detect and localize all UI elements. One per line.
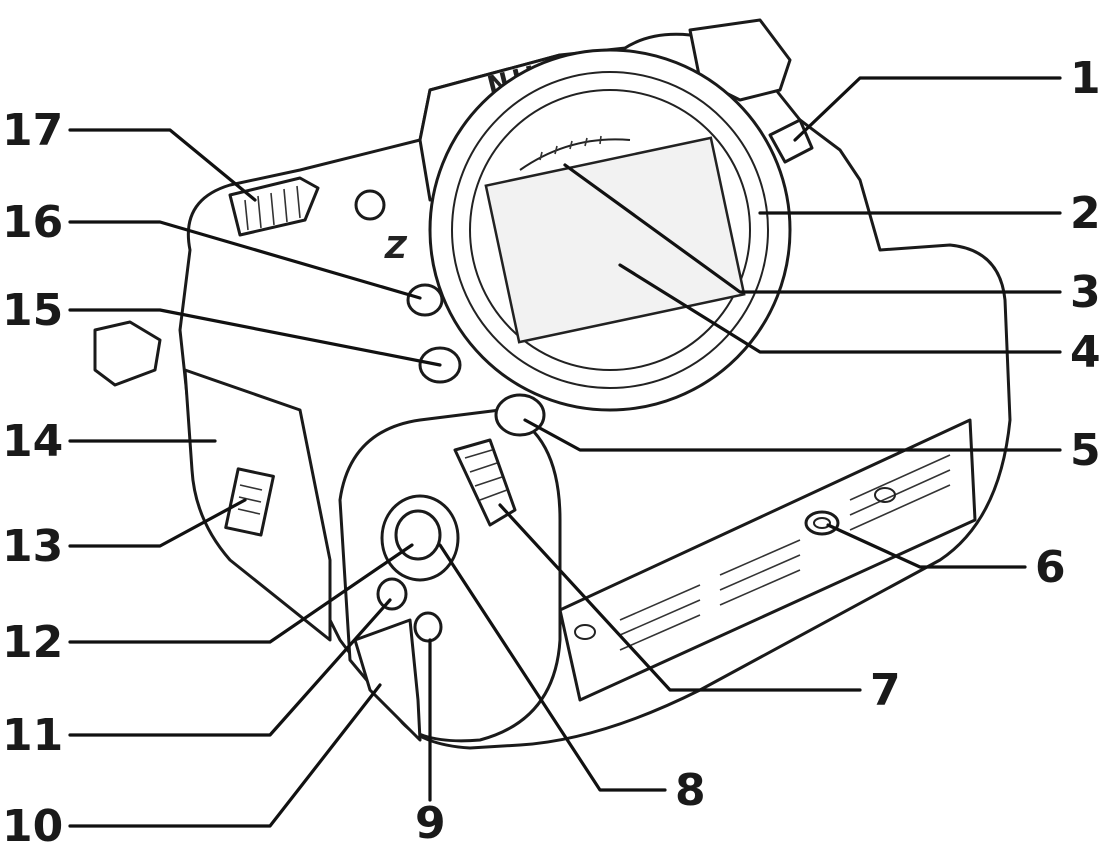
cpu-contacts [519, 135, 631, 171]
label-10: 10 [2, 801, 63, 846]
leader-10 [68, 683, 382, 828]
leader-13 [68, 498, 247, 548]
leader-12 [68, 543, 414, 644]
button-5 [494, 393, 546, 437]
base-plate-vents [574, 454, 951, 651]
lens-release-button [768, 118, 814, 164]
card-slot-cover [353, 618, 422, 742]
fn1-button [406, 283, 444, 317]
label-6: 6 [1035, 542, 1066, 593]
leader-16 [68, 220, 422, 300]
model-mark: Z [384, 231, 408, 266]
button-11 [376, 577, 408, 611]
label-4: 4 [1070, 327, 1101, 378]
terminal-connector [224, 467, 275, 537]
leader-6 [826, 523, 1027, 569]
label-15: 15 [2, 285, 63, 336]
callout-labels: 1 2 3 4 5 6 7 8 9 10 11 12 13 14 15 16 1… [2, 53, 1101, 846]
leader-17 [68, 128, 257, 202]
label-16: 16 [2, 197, 63, 248]
tripod-socket [804, 510, 840, 536]
leader-3 [563, 163, 1062, 294]
leader-lines [68, 76, 1062, 828]
leader-5 [523, 418, 1062, 452]
leader-15 [68, 308, 442, 367]
label-9: 9 [415, 798, 446, 846]
leader-8 [438, 543, 667, 792]
label-14: 14 [2, 416, 63, 467]
leader-1 [793, 76, 1062, 142]
lamp-9 [413, 611, 443, 643]
label-1: 1 [1070, 53, 1101, 104]
leader-4 [618, 263, 1062, 354]
label-7: 7 [870, 665, 901, 716]
label-17: 17 [2, 105, 63, 156]
label-13: 13 [2, 521, 63, 572]
label-3: 3 [1070, 267, 1101, 318]
label-8: 8 [675, 765, 706, 816]
label-2: 2 [1070, 188, 1101, 239]
leader-7 [498, 503, 862, 692]
leader-11 [68, 598, 392, 737]
label-12: 12 [2, 617, 63, 668]
label-5: 5 [1070, 425, 1101, 476]
label-11: 11 [2, 710, 63, 761]
image-sensor [484, 136, 746, 344]
